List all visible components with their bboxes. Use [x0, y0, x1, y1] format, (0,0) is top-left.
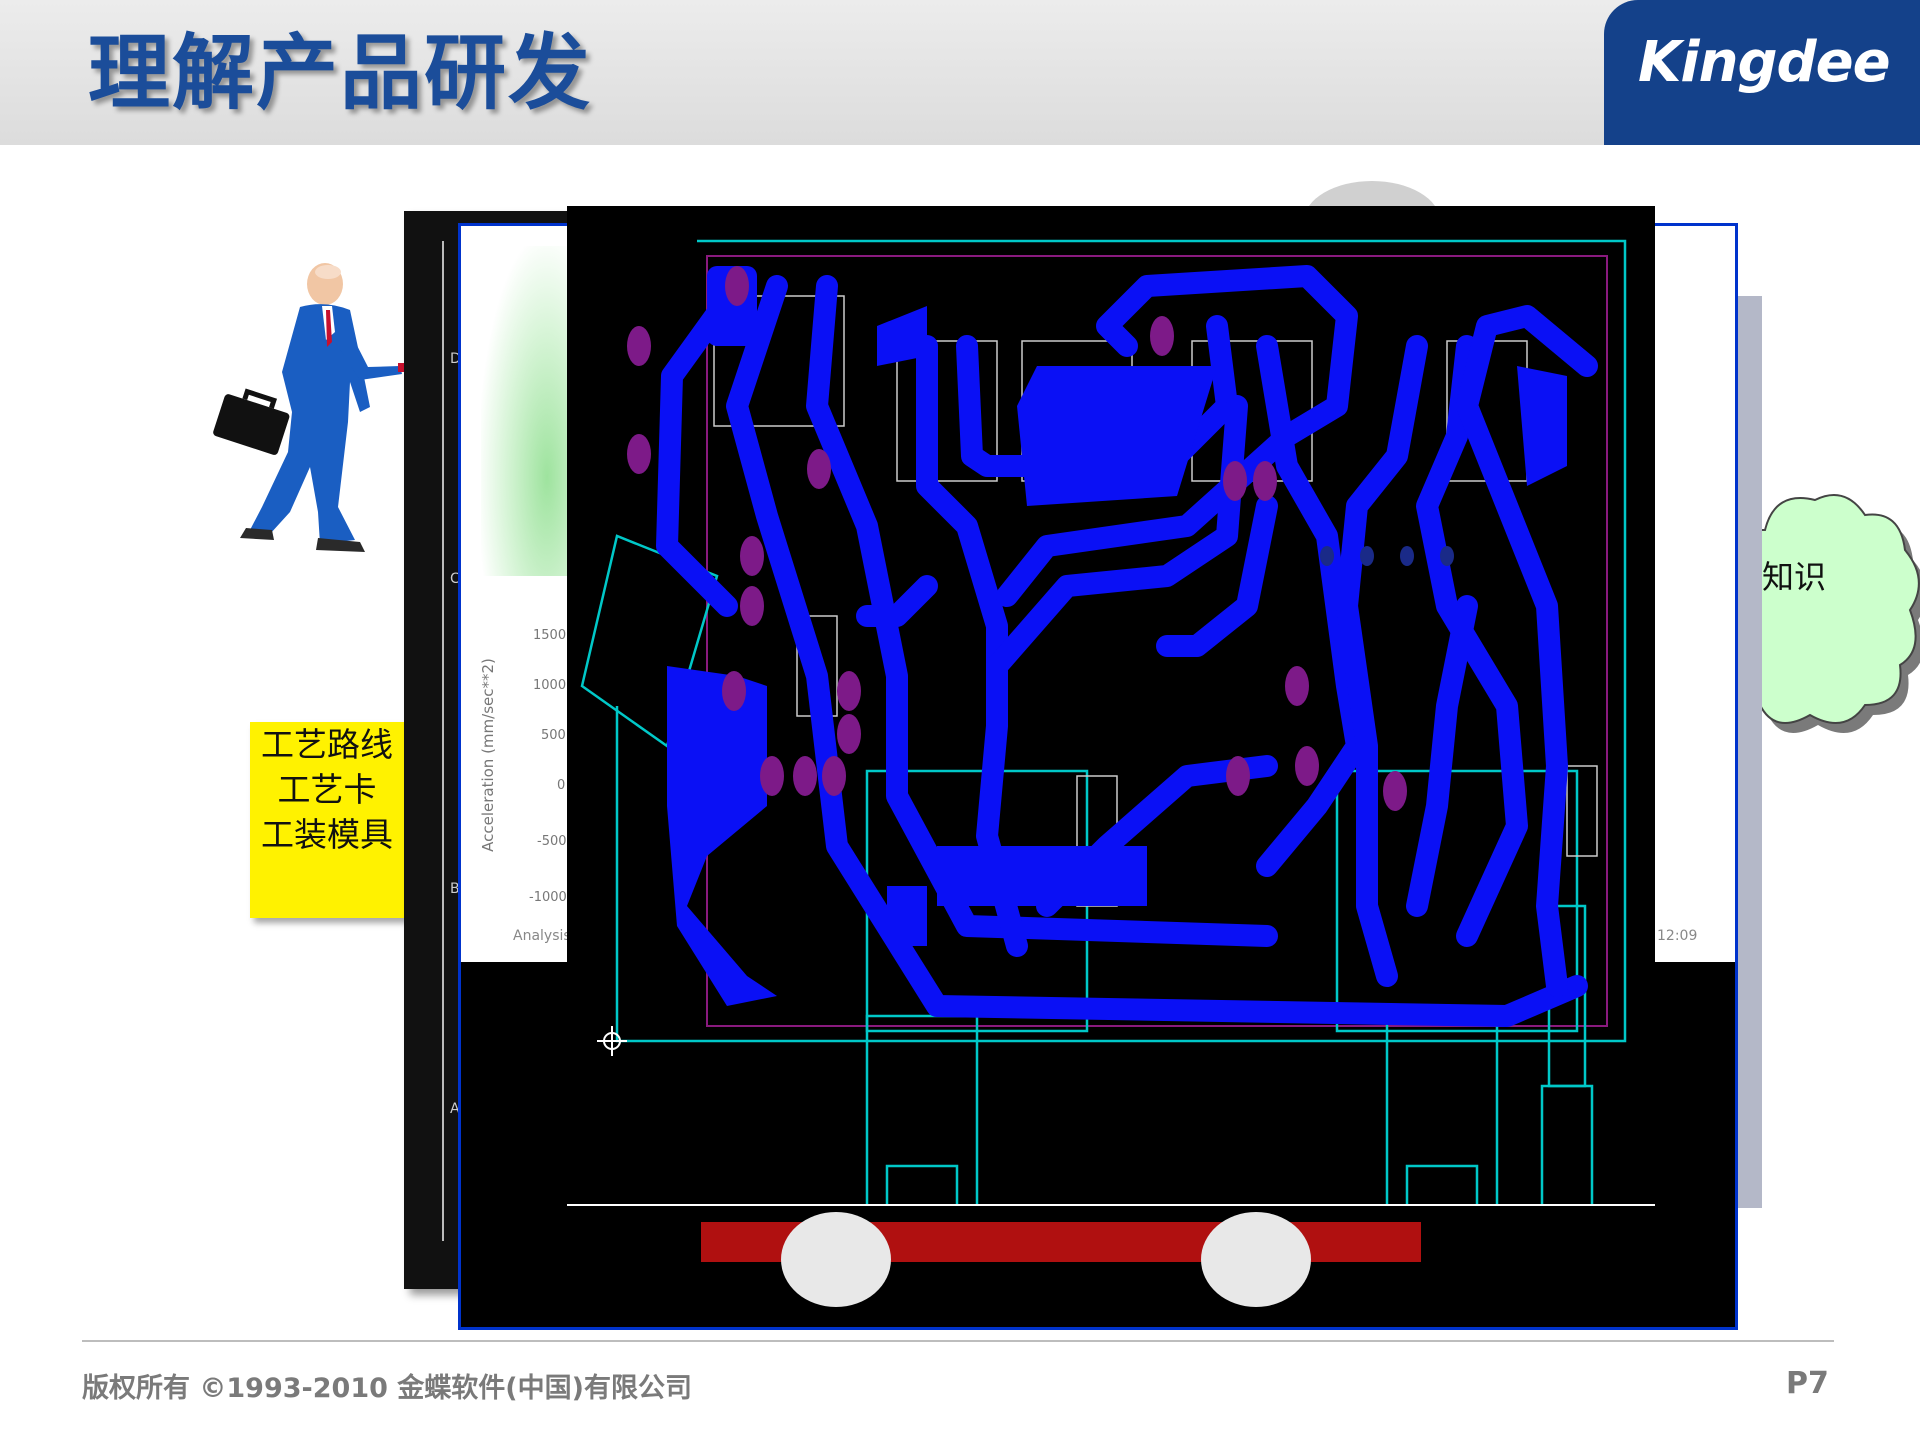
note-line-tooling: 工装模具: [261, 815, 393, 854]
page-number: P7: [1786, 1366, 1829, 1401]
cloud-label: 知识: [1762, 558, 1827, 596]
process-sticky-note: 工艺路线 工艺卡 工装模具: [250, 722, 404, 918]
businessman-illustration: [213, 263, 418, 552]
kingdee-logo: Kingdee: [1604, 0, 1920, 145]
logo-text: Kingdee: [1638, 30, 1891, 95]
panel-side-label-c: C: [450, 571, 460, 587]
chart-footer-right: 12:09: [1657, 928, 1698, 944]
y-tick-minus-1000: -1000: [529, 890, 567, 905]
slide-title: 理解产品研发: [88, 26, 593, 121]
y-tick-1500: 1500: [533, 628, 567, 643]
y-tick-minus-500: -500: [537, 834, 567, 849]
y-tick-0: 0: [557, 778, 566, 793]
note-line-process-card: 工艺卡: [277, 770, 377, 809]
knowledge-cloud: [1759, 494, 1920, 733]
panel-side-label-d: D: [450, 351, 461, 367]
slide-header: [0, 0, 1920, 145]
chart-footer-left: Analysis: [513, 928, 571, 944]
panel-side-label-a: A: [450, 1101, 460, 1117]
y-axis-label: Acceleration (mm/sec**2): [478, 658, 497, 852]
y-tick-500: 500: [541, 728, 566, 743]
footer-divider: [82, 1340, 1834, 1342]
panel-side-label-b: B: [450, 881, 460, 897]
note-line-process-route: 工艺路线: [261, 725, 393, 764]
copyright-text: 版权所有 ©1993-2010 金蝶软件(中国)有限公司: [82, 1373, 692, 1404]
y-tick-1000: 1000: [533, 678, 567, 693]
pcb-layout-drawing: [567, 206, 1655, 1206]
